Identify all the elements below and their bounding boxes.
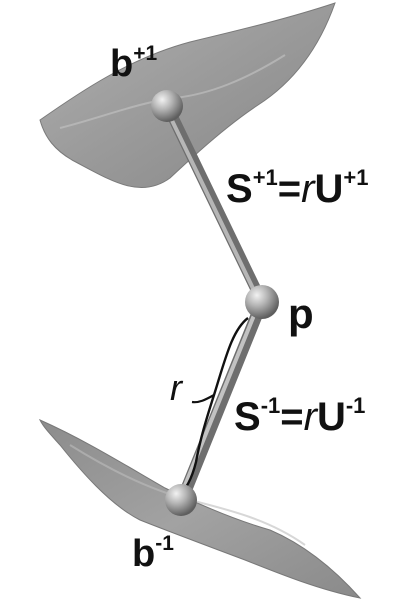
lower-rod-highlight <box>177 301 261 502</box>
label-b-lower: b-1 <box>132 532 174 575</box>
equation-upper: S+1=rU+1 <box>226 165 368 211</box>
radius-bracket-tick <box>191 394 215 404</box>
equation-lower: S-1=rU-1 <box>234 393 365 439</box>
radius-bracket <box>177 317 249 497</box>
upper-rod <box>162 101 268 308</box>
sphere-b-lower <box>165 484 197 516</box>
label-r: r <box>170 367 184 408</box>
sphere-b-upper <box>151 90 183 122</box>
lower-surface <box>38 418 362 599</box>
label-b-upper: b+1 <box>110 42 157 85</box>
upper-rod-highlight <box>164 106 262 305</box>
sphere-p <box>245 285 279 319</box>
label-p: p <box>288 290 314 337</box>
